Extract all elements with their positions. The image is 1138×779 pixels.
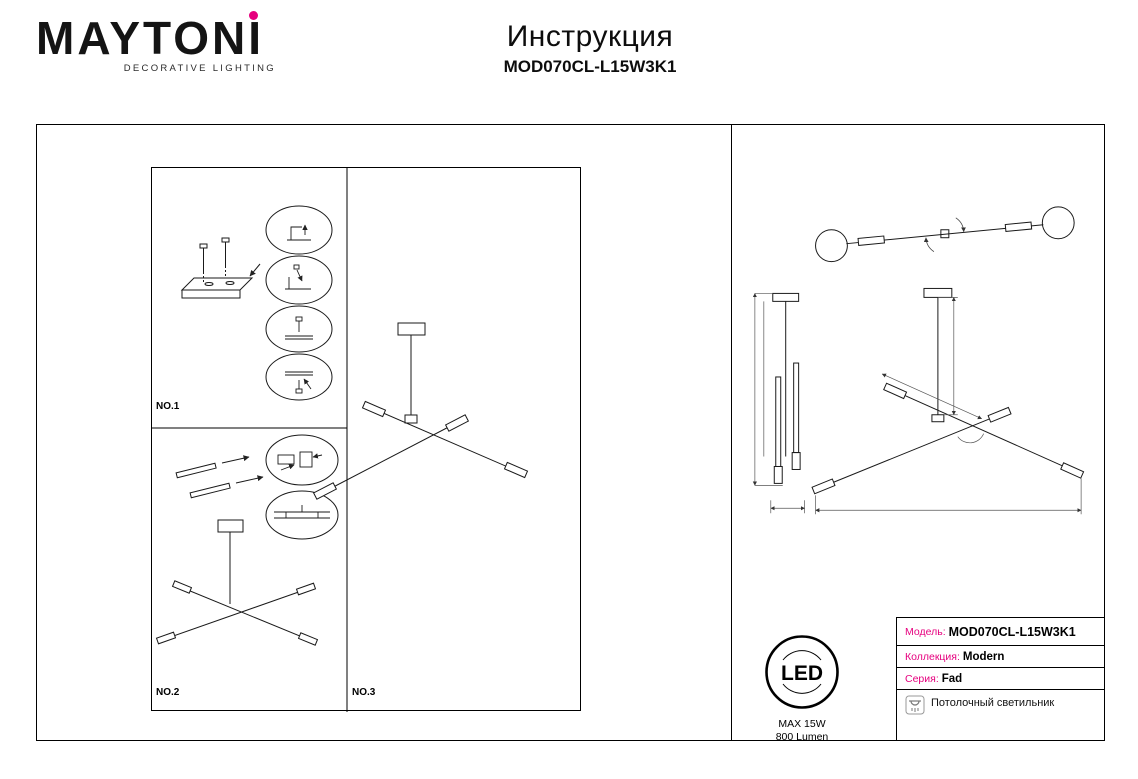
model-value: MOD070CL-L15W3K1	[948, 624, 1076, 639]
series-value: Fad	[941, 672, 963, 685]
step2-detail-callouts	[265, 434, 339, 540]
model-number: MOD070CL-L15W3K1	[503, 57, 677, 76]
brand-name: MAYTONI	[36, 11, 265, 64]
title-block: Инструкция MOD070CL-L15W3K1	[380, 20, 800, 77]
plan-view-rotation-arrows	[923, 217, 966, 252]
extended-view-dimensions	[815, 297, 1082, 515]
step2-arm-drawing	[175, 455, 264, 499]
step-1-label: NO.1	[156, 401, 180, 412]
step1-detail-callouts	[265, 205, 333, 401]
brand-tagline: DECORATIVE LIGHTING	[123, 63, 276, 75]
led-badge-icon: LED	[765, 635, 839, 709]
spec-table: Модель: MOD070CL-L15W3K1 Коллекция: Mode…	[896, 617, 1104, 740]
collection-label: Коллекция:	[905, 650, 960, 663]
ceiling-light-icon	[905, 695, 925, 715]
step-2-label: NO.2	[156, 687, 180, 698]
folded-view-drawing	[772, 292, 801, 484]
spec-row-series: Серия: Fad	[897, 668, 1104, 690]
fixture-type: Потолочный светильник	[931, 697, 1055, 709]
luminous-flux: 800 Lumen	[775, 731, 829, 743]
led-badge-text: LED	[781, 662, 823, 685]
assembly-steps-frame: NO.1 NO.2 NO.3	[151, 167, 581, 712]
assembly-steps-drawing	[152, 168, 529, 712]
folded-view-dimensions	[752, 293, 805, 514]
series-label: Серия:	[905, 672, 939, 685]
max-power: MAX 15W	[778, 718, 826, 730]
step2-lamp-drawing	[155, 519, 319, 646]
step2-detail-art	[274, 451, 330, 519]
spec-row-collection: Коллекция: Modern	[897, 646, 1104, 668]
page-title: Инструкция	[506, 20, 674, 53]
step1-bracket-drawing	[180, 237, 261, 299]
spec-row-type: Потолочный светильник	[897, 690, 1104, 739]
panel-divider	[731, 125, 732, 740]
plan-view-drawing	[815, 206, 1075, 263]
spec-row-model: Модель: MOD070CL-L15W3K1	[897, 618, 1104, 646]
technical-drawing-region: LED MAX 15W 800 Lumen Модель: MOD070CL-L…	[731, 125, 1104, 743]
spec-area: LED MAX 15W 800 Lumen Модель: MOD070CL-L…	[731, 617, 1104, 743]
extended-view-drawing	[811, 287, 1085, 495]
collection-value: Modern	[962, 650, 1005, 663]
brand-dot-icon	[249, 11, 259, 20]
model-label: Модель:	[905, 625, 946, 638]
maytoni-logo: MAYTONI DECORATIVE LIGHTING	[36, 11, 276, 75]
step3-lamp-drawing	[312, 322, 529, 500]
brand-name-text: MAYTONI	[36, 12, 265, 64]
step1-detail-art	[285, 224, 313, 394]
step-3-label: NO.3	[352, 687, 376, 698]
dimension-drawings	[752, 206, 1085, 515]
led-badge-block: LED MAX 15W 800 Lumen	[731, 617, 873, 743]
content-frame: NO.1 NO.2 NO.3	[36, 124, 1105, 743]
